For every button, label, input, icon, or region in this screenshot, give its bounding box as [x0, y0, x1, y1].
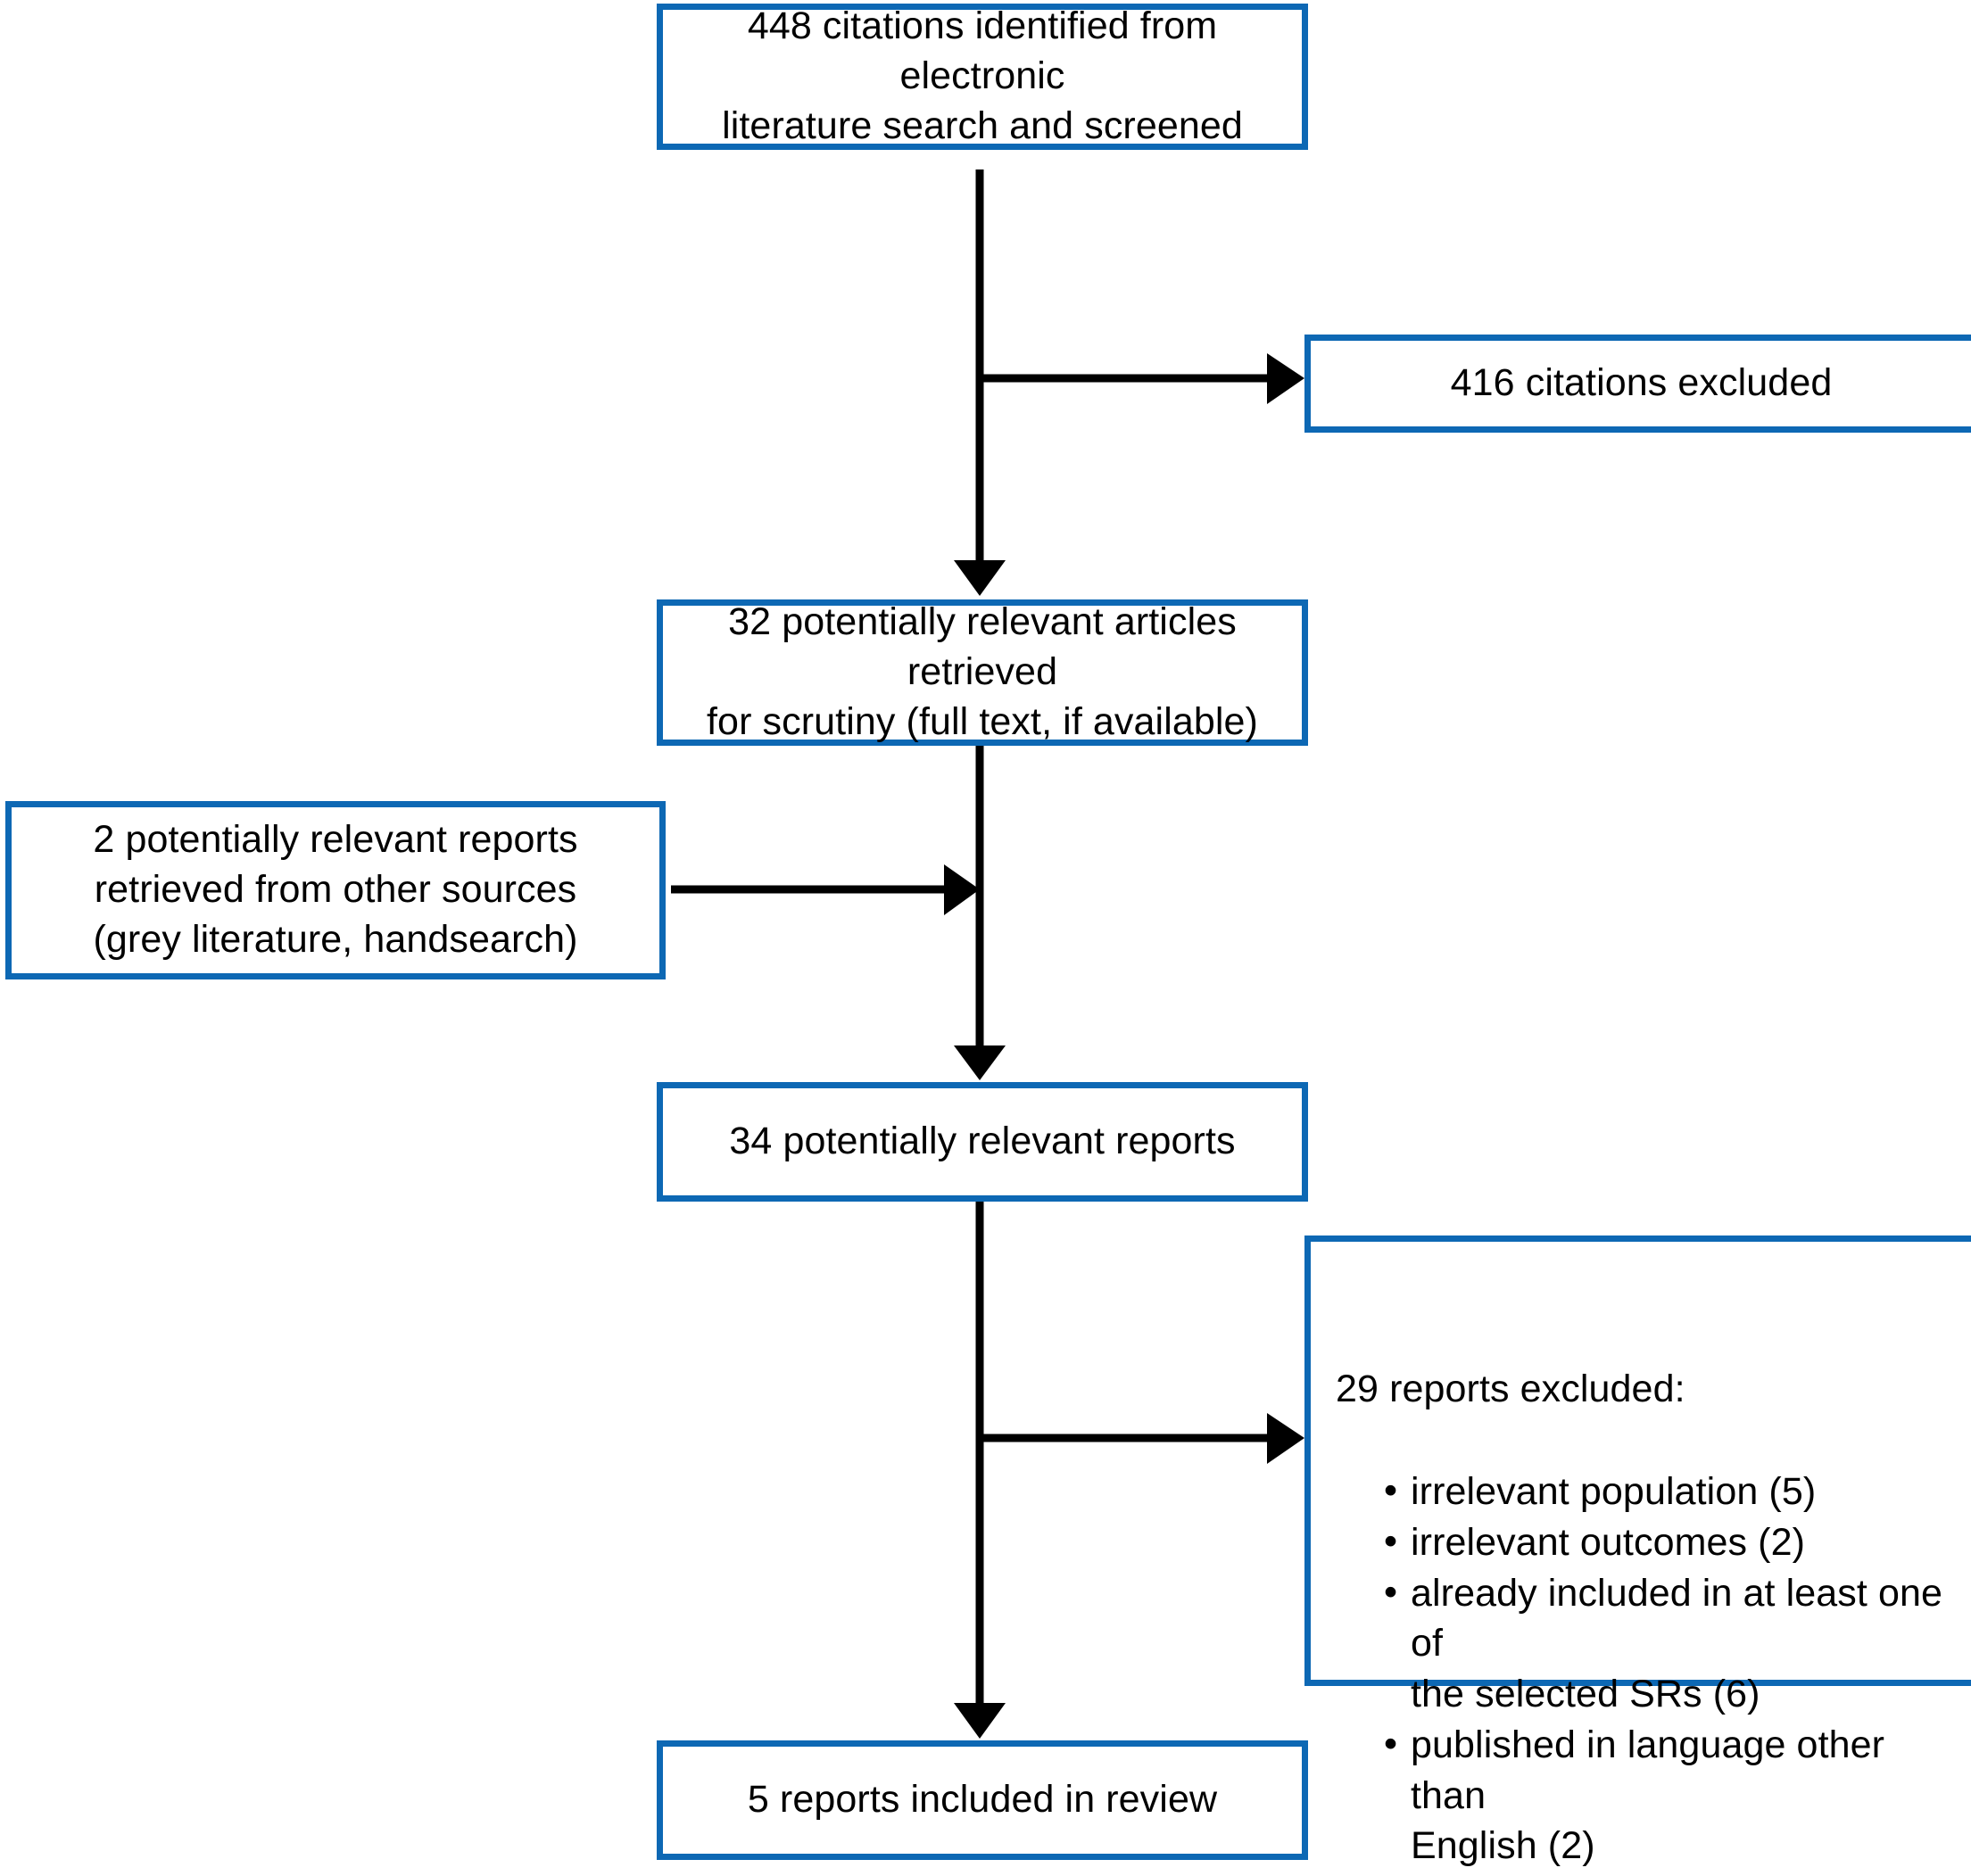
exclusion-reason-item: • published in language other than Englis…	[1384, 1720, 1956, 1872]
exclusion-reason-item: • irrelevant population (5)	[1384, 1467, 1956, 1517]
bullet-icon: •	[1384, 1871, 1397, 1876]
exclusion-heading: 29 reports excluded:	[1336, 1367, 1685, 1410]
node-reports-included: 5 reports included in review	[657, 1740, 1308, 1860]
connector-identified-to-retrieved	[954, 169, 1006, 596]
connector-retrieved-to-relevant-reports	[954, 746, 1006, 1080]
bullet-icon: •	[1384, 1519, 1398, 1563]
bullet-icon: •	[1384, 1469, 1398, 1513]
exclusion-reason-list: • irrelevant population (5) • irrelevant ou…	[1336, 1467, 1956, 1876]
connector-identified-to-excluded-citations	[980, 353, 1304, 404]
node-citations-identified: 448 citations identified from electronic…	[657, 4, 1308, 150]
exclusion-reason-label: irrelevant population (5)	[1411, 1470, 1817, 1514]
node-reports-excluded: 29 reports excluded: • irrelevant populat…	[1304, 1236, 1971, 1876]
node-citations-excluded: 416 citations excluded	[1304, 335, 1971, 433]
bullet-icon: •	[1384, 1722, 1398, 1765]
exclusion-reason-label: irrelevant outcomes (2)	[1411, 1520, 1806, 1564]
connector-relevant-reports-to-excluded-reports	[980, 1413, 1304, 1464]
connector-relevant-reports-to-included	[954, 1202, 1006, 1739]
node-reports-other-sources: 2 potentially relevant reports retrieved…	[5, 801, 666, 979]
connector-other-sources-to-trunk	[671, 864, 980, 915]
exclusion-reason-item: • already included in at least one of the…	[1384, 1568, 1956, 1720]
node-articles-retrieved: 32 potentially relevant articles retriev…	[657, 599, 1308, 746]
node-potentially-relevant-reports: 34 potentially relevant reports	[657, 1082, 1308, 1202]
bullet-icon: •	[1384, 1570, 1398, 1614]
exclusion-reason-item: • irrelevant outcomes (2)	[1384, 1517, 1956, 1568]
exclusion-reason-label: published in language other than English…	[1411, 1723, 1885, 1868]
exclusion-content: 29 reports excluded: • irrelevant populat…	[1311, 1292, 1971, 1876]
exclusion-reason-label: already included in at least one of the …	[1411, 1571, 1943, 1716]
exclusion-reason-item: •other (review articles, non-randomized …	[1384, 1872, 1956, 1876]
